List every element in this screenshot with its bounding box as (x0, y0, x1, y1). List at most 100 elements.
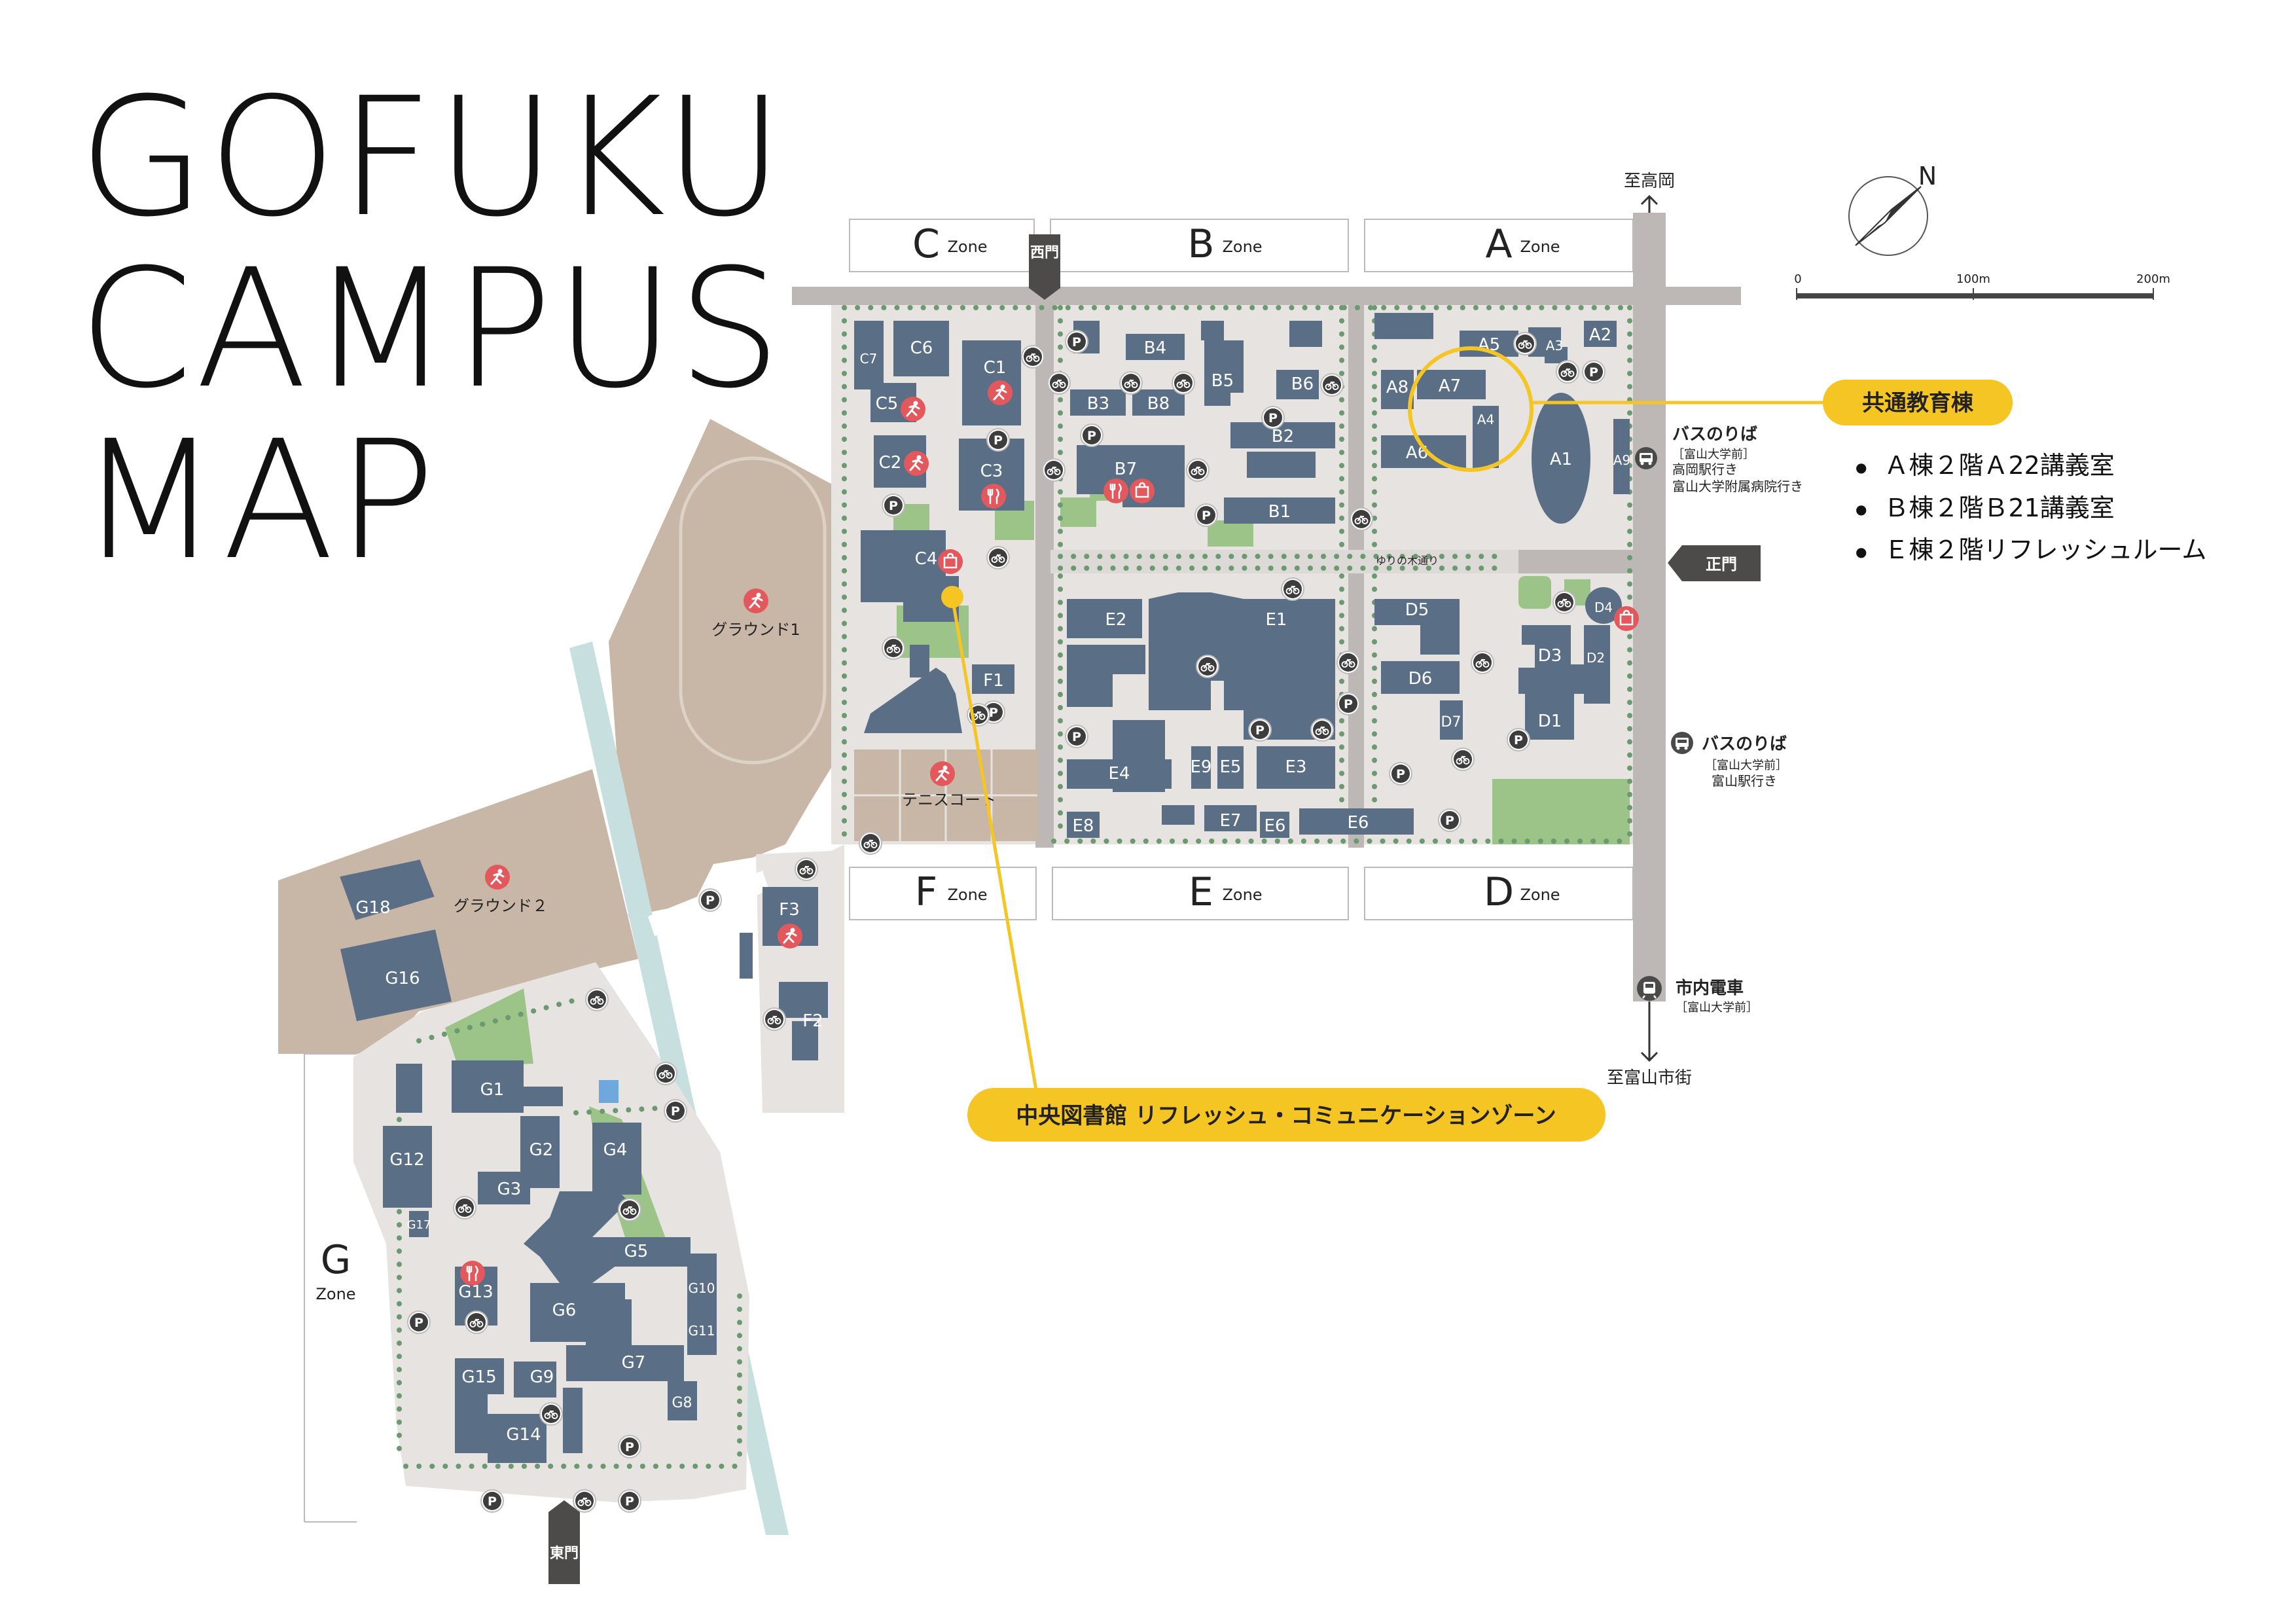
building-A8: A8 (1386, 378, 1408, 397)
bicycle-icon (573, 1489, 596, 1513)
building-A2: A2 (1589, 325, 1611, 345)
zone-g-letter: G (321, 1237, 351, 1283)
yurinoki-street-label: ゆりの木通り (1376, 554, 1439, 567)
ground-1-label: グラウンド1 (711, 621, 800, 639)
parking-icon (407, 1310, 431, 1334)
building-E6a: E6 (1265, 816, 1286, 836)
building-G9: G9 (530, 1367, 554, 1387)
building-G16: G16 (385, 969, 420, 988)
bus-stop-2-line-1: ［富山大学前］ (1705, 759, 1787, 772)
building-B7: B7 (1115, 460, 1137, 479)
parking-icon (1389, 762, 1412, 785)
compass-north-letter: N (1918, 162, 1937, 190)
north-road (792, 287, 1741, 305)
restaurant-icon (1102, 477, 1130, 505)
zone-d-label: Zone (1520, 886, 1560, 904)
building-B4: B4 (1144, 338, 1166, 358)
building-C2: C2 (879, 453, 902, 473)
parking-icon (1261, 406, 1285, 429)
building-G10: G10 (689, 1280, 715, 1296)
title-line-3: MAP (79, 405, 439, 596)
zone-d-letter: D (1484, 869, 1514, 915)
bicycle-icon (453, 1196, 476, 1219)
kyotsu-callout-label: 共通教育棟 (1862, 390, 1974, 416)
bicycle-icon (1552, 590, 1576, 614)
parking-icon (1507, 728, 1530, 751)
ground-2-sports-icon (484, 863, 511, 891)
parking-icon (664, 1099, 687, 1123)
building-A4: A4 (1477, 412, 1494, 427)
parking-icon (618, 1489, 641, 1513)
bicycle-icon (1196, 655, 1219, 678)
bicycle-icon (1513, 332, 1537, 355)
parking-icon (1065, 330, 1088, 353)
building-A9: A9 (1613, 452, 1630, 468)
ground-1-sports-icon (742, 587, 770, 615)
sports-icon (986, 379, 1014, 406)
parking-icon (1582, 360, 1605, 384)
building-C5: C5 (876, 394, 899, 414)
building-D1: D1 (1538, 712, 1562, 731)
room-list-item: Ｂ棟２階Ｂ21講義室 (1856, 488, 2206, 530)
zone-a-label: Zone (1520, 238, 1560, 256)
west-gate-label: 西門 (1030, 245, 1059, 261)
zone-f-south-area (756, 844, 844, 1113)
building-labels: A1 A2 A3 A4 A5 A6 A7 A8 A9 B1 B2 B3 B4 B… (355, 325, 1630, 1445)
east-road (1633, 213, 1666, 1001)
bicycle-icon (1172, 371, 1195, 395)
scale-bar: 0 100m 200m (1794, 272, 2170, 300)
building-B1: B1 (1268, 502, 1291, 522)
building-A7: A7 (1439, 376, 1461, 396)
bus-stop-1-line-2: 高岡駅行き (1672, 461, 1738, 477)
parking-icon (1438, 808, 1462, 832)
east-gate-label: 東門 (550, 1545, 579, 1562)
building-G14: G14 (506, 1425, 541, 1445)
building-D7: D7 (1441, 714, 1462, 731)
building-G5: G5 (624, 1242, 649, 1261)
building-G1: G1 (480, 1080, 505, 1100)
bus-stop-2-title: バスのりば (1702, 734, 1787, 754)
bicycle-icon (465, 1310, 488, 1334)
parking-icon (1065, 725, 1088, 748)
zone-g-label: Zone (315, 1285, 355, 1303)
shop-icon (1613, 605, 1640, 632)
tree-rows (397, 305, 1632, 1469)
bicycle-icon (1320, 373, 1344, 397)
building-A1: A1 (1550, 450, 1572, 469)
parking-icon (1248, 718, 1272, 742)
building-shapes (340, 313, 1630, 1463)
main-gate-road (1518, 550, 1636, 573)
building-A6: A6 (1406, 443, 1428, 463)
bus-stop-2-icon (1671, 732, 1693, 754)
bicycle-icon (1119, 371, 1143, 395)
bicycle-icon (1021, 345, 1045, 369)
zone-e-letter: E (1189, 869, 1213, 915)
map-title: GOFUKU CAMPUS MAP (79, 72, 787, 586)
tram-stop-line-1: ［富山大学前］ (1676, 1001, 1758, 1015)
middle-inner-road (1348, 301, 1364, 848)
main-gate-label: 正門 (1706, 555, 1737, 573)
bicycle-icon (859, 831, 882, 855)
bicycle-icon (882, 636, 905, 660)
zone-f-label: Zone (947, 886, 987, 904)
shop-icon (937, 548, 964, 575)
zone-b-letter: B (1187, 221, 1214, 267)
building-C3: C3 (980, 461, 1003, 481)
title-line-1: GOFUKU (79, 62, 787, 253)
building-E3: E3 (1285, 757, 1307, 777)
building-E4: E4 (1109, 764, 1130, 784)
parking-icon (618, 1435, 641, 1458)
building-D5: D5 (1405, 600, 1429, 620)
building-G3: G3 (497, 1180, 522, 1199)
kyotsu-highlight-ring (1408, 346, 1534, 472)
ground-2-label: グラウンド２ (454, 897, 548, 915)
bicycle-icon (762, 1007, 786, 1031)
building-B8: B8 (1147, 394, 1170, 414)
bus-stop-1-title: バスのりば (1672, 425, 1757, 444)
ground-1-track (679, 456, 827, 765)
building-G11: G11 (689, 1323, 715, 1339)
sports-icon (776, 922, 804, 950)
callouts: 共通教育棟 中央図書館 リフレッシュ・コミュニケーションゾーン (941, 346, 2013, 1142)
scale-label-0: 0 (1794, 272, 1801, 286)
